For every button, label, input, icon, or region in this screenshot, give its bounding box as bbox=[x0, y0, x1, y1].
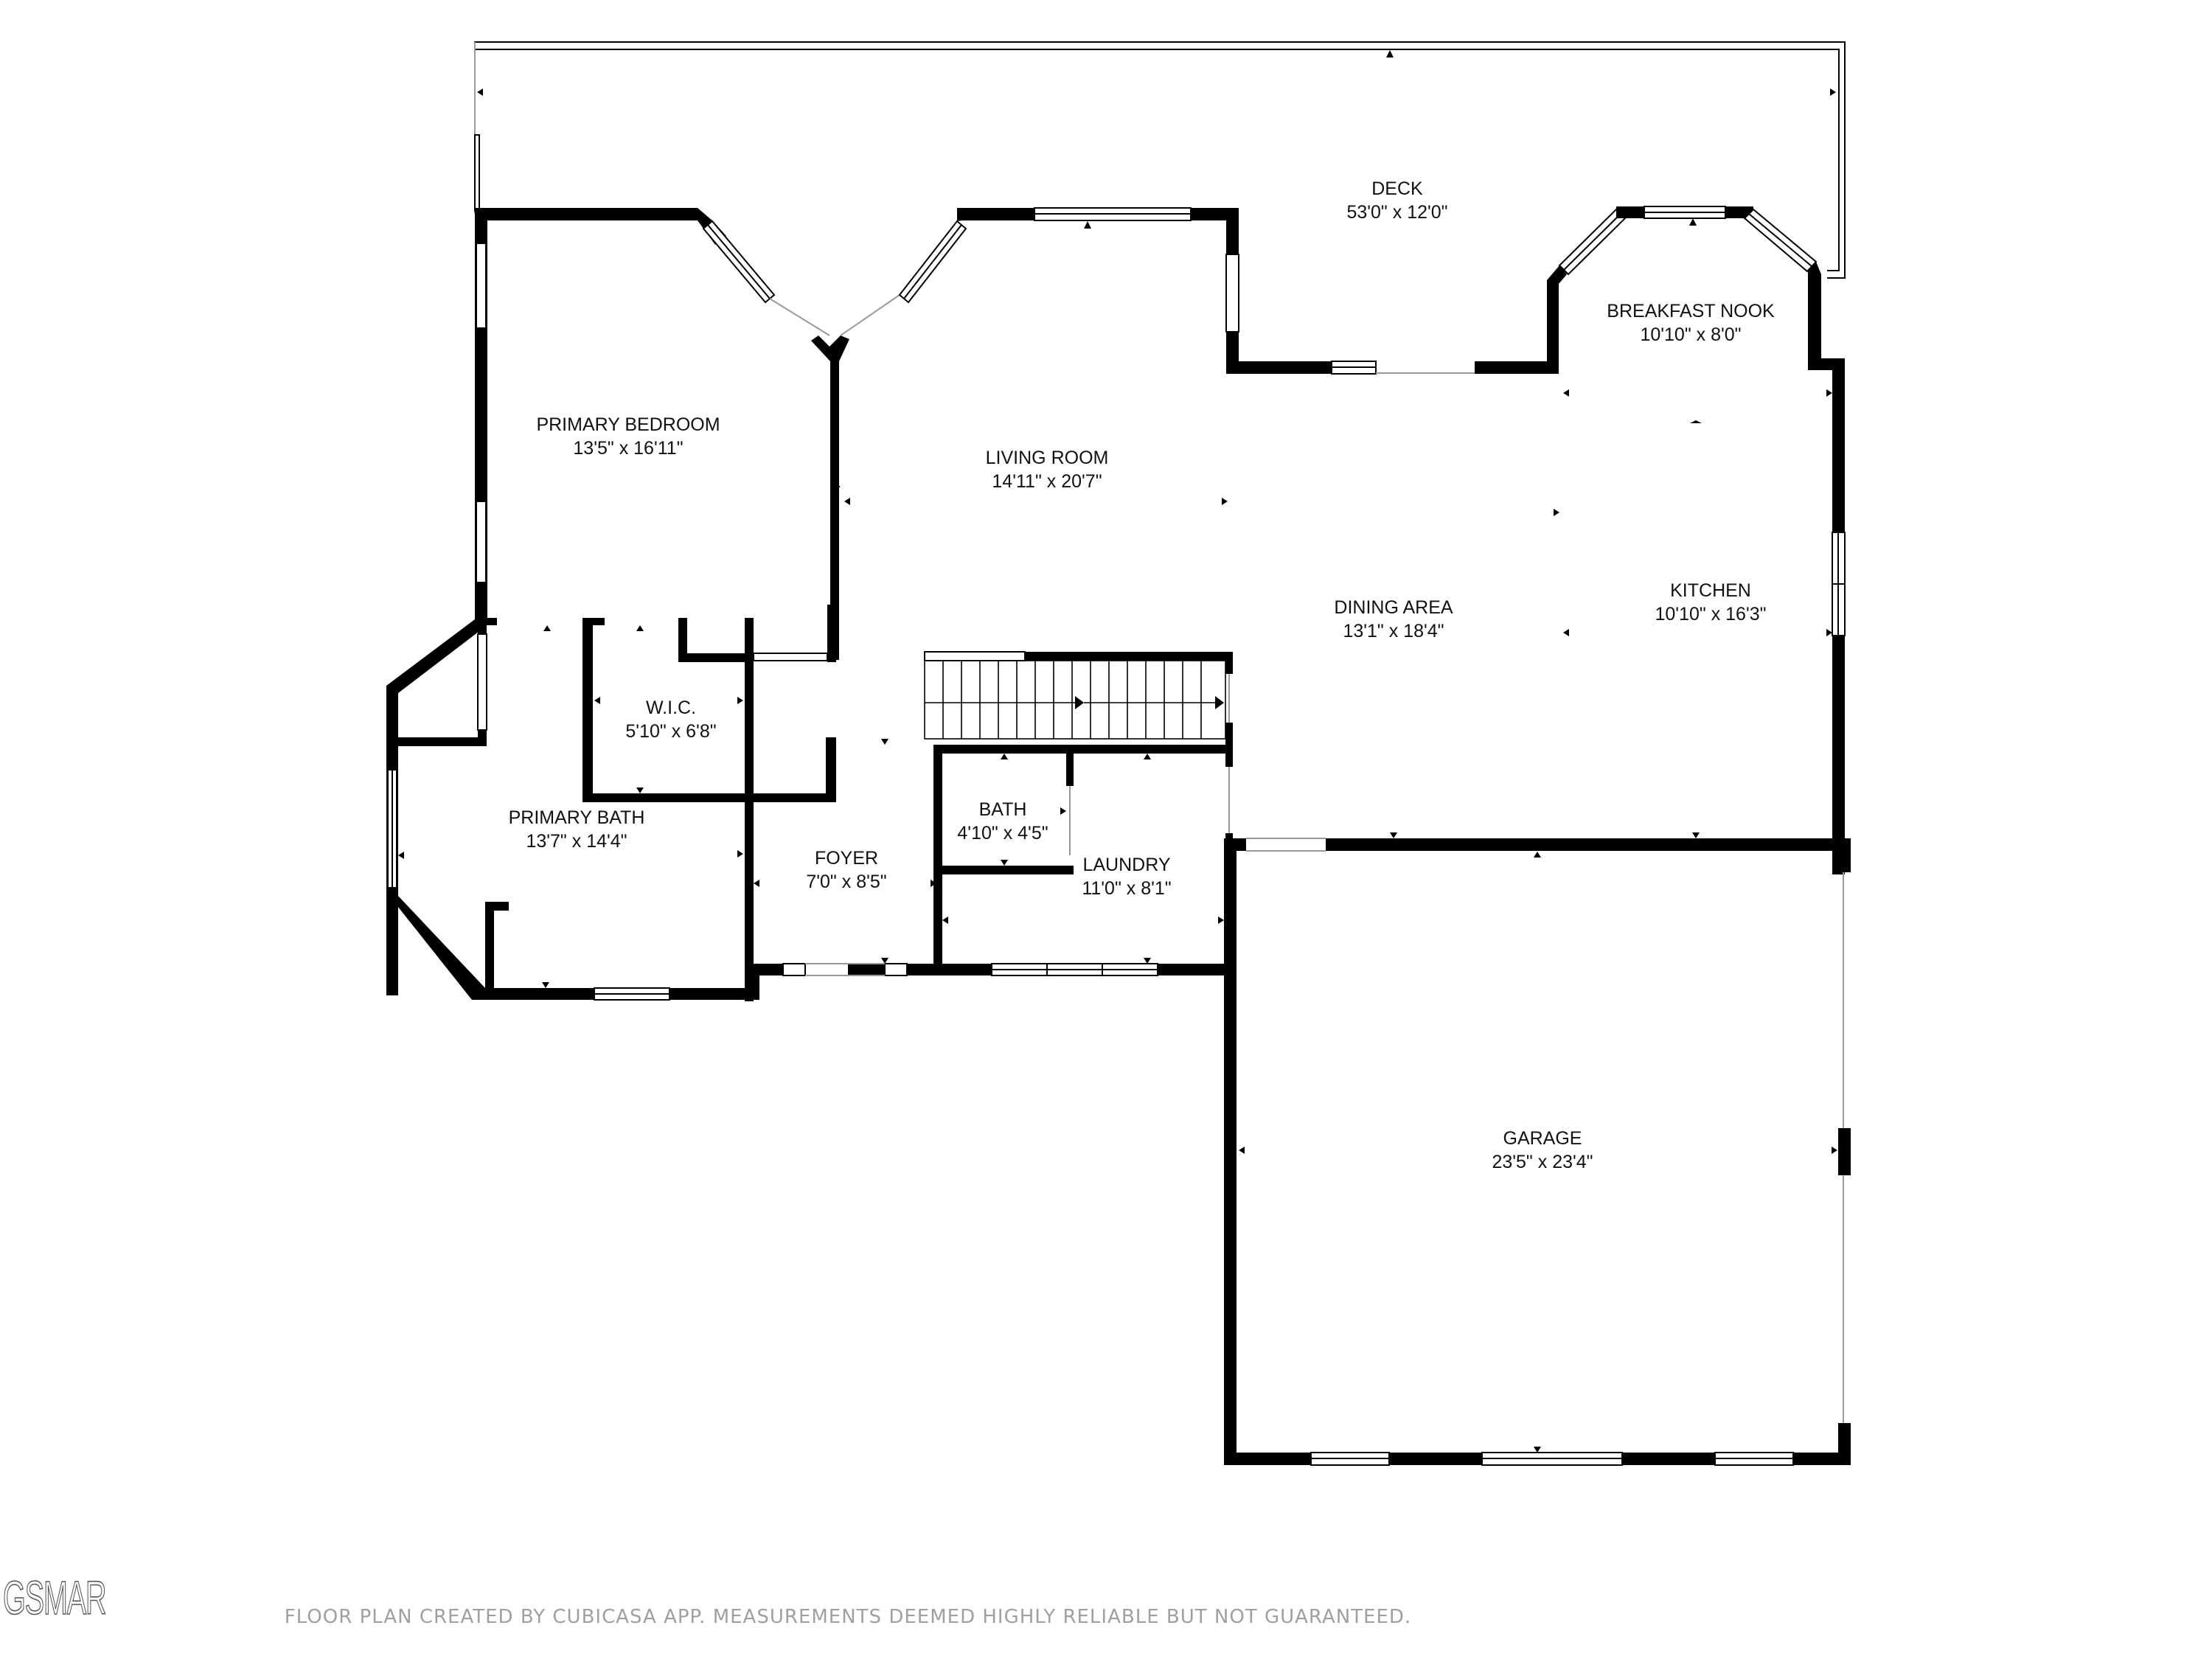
room-dimensions: 7'0" x 8'5" bbox=[806, 872, 887, 892]
room-name: GARAGE bbox=[1503, 1128, 1582, 1149]
room-dimensions: 13'5" x 16'11" bbox=[573, 438, 684, 459]
stair-arrow-icon bbox=[1215, 696, 1224, 709]
staircase bbox=[924, 651, 1233, 745]
gsmar-logo: GSMAR bbox=[3, 1571, 108, 1625]
bath-laundry-walls bbox=[933, 745, 1233, 1062]
room-label-garage: GARAGE 23'5" x 23'4" bbox=[1492, 1127, 1593, 1174]
room-label-kitchen: KITCHEN 10'10" x 16'3" bbox=[1655, 579, 1766, 626]
room-name: LAUNDRY bbox=[1082, 855, 1171, 875]
room-name: BATH bbox=[978, 799, 1027, 820]
room-label-laundry: LAUNDRY 11'0" x 8'1" bbox=[1082, 853, 1171, 900]
disclaimer-text: FLOOR PLAN CREATED BY CUBICASA APP. MEAS… bbox=[284, 1606, 1412, 1628]
stair-treads bbox=[925, 661, 1217, 739]
living-room-walls bbox=[957, 207, 1557, 375]
room-dimensions: 13'1" x 18'4" bbox=[1343, 621, 1444, 641]
room-dimensions: 10'10" x 16'3" bbox=[1655, 604, 1767, 625]
garage-top-wall bbox=[1224, 838, 1845, 852]
primary-bedroom-walls bbox=[475, 208, 967, 660]
room-dimensions: 14'11" x 20'7" bbox=[992, 471, 1102, 492]
breakfast-nook-walls bbox=[1547, 206, 1845, 374]
room-name: BREAKFAST NOOK bbox=[1607, 301, 1775, 321]
garage-walls bbox=[1224, 838, 1851, 1466]
room-label-primary-bedroom: PRIMARY BEDROOM 13'5" x 16'11" bbox=[536, 413, 720, 460]
kitchen-walls bbox=[1832, 358, 1846, 874]
wic-walls bbox=[582, 605, 836, 1001]
room-label-living-room: LIVING ROOM 14'11" x 20'7" bbox=[986, 446, 1109, 493]
room-label-primary-bath: PRIMARY BATH 13'7" x 14'4" bbox=[509, 806, 645, 853]
deck-outline bbox=[474, 41, 1846, 279]
front-wall bbox=[752, 963, 1233, 976]
stair-arrow-icon bbox=[1075, 696, 1084, 709]
room-dimensions: 11'0" x 8'1" bbox=[1082, 878, 1172, 899]
room-label-foyer: FOYER 7'0" x 8'5" bbox=[806, 846, 886, 894]
room-name: KITCHEN bbox=[1670, 580, 1751, 601]
room-dimensions: 23'5" x 23'4" bbox=[1492, 1152, 1593, 1172]
room-name: DINING AREA bbox=[1334, 597, 1453, 618]
dimension-markers bbox=[398, 50, 1837, 1453]
primary-bath-walls bbox=[386, 618, 759, 1001]
room-name: PRIMARY BATH bbox=[508, 807, 645, 828]
room-dimensions: 53'0" x 12'0" bbox=[1346, 202, 1448, 223]
room-dimensions: 13'7" x 14'4" bbox=[526, 831, 627, 852]
room-name: PRIMARY BEDROOM bbox=[536, 414, 720, 435]
room-dimensions: 10'10" x 8'0" bbox=[1640, 324, 1742, 345]
room-label-deck: DECK 53'0" x 12'0" bbox=[1346, 177, 1447, 224]
room-label-wic: W.I.C. 5'10" x 6'8" bbox=[625, 696, 716, 743]
room-name: W.I.C. bbox=[645, 698, 697, 718]
room-label-bath: BATH 4'10" x 4'5" bbox=[957, 798, 1048, 845]
room-name: DECK bbox=[1371, 178, 1423, 199]
room-label-breakfast-nook: BREAKFAST NOOK 10'10" x 8'0" bbox=[1607, 299, 1774, 347]
room-name: FOYER bbox=[814, 848, 879, 869]
room-label-dining-area: DINING AREA 13'1" x 18'4" bbox=[1334, 596, 1453, 643]
room-name: LIVING ROOM bbox=[985, 448, 1109, 468]
room-dimensions: 5'10" x 6'8" bbox=[625, 721, 717, 742]
room-dimensions: 4'10" x 4'5" bbox=[957, 823, 1048, 844]
